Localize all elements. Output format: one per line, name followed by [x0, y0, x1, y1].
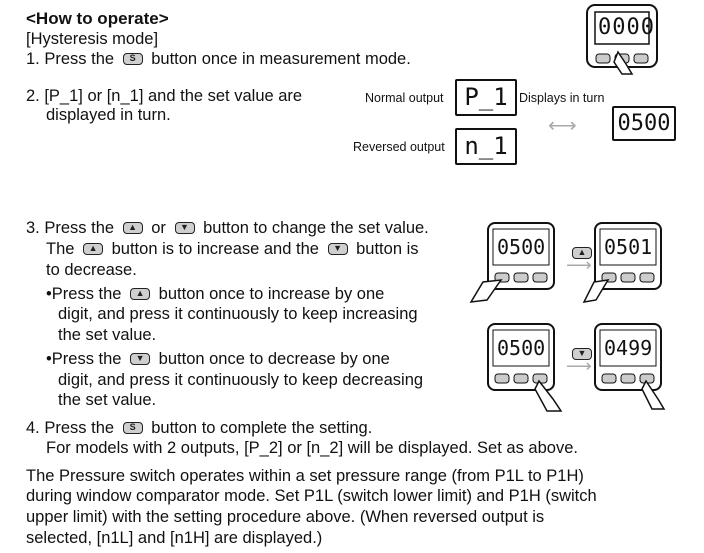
right-arrow-icon: ⟶ — [566, 255, 592, 275]
displays-in-turn-label: Displays in turn — [519, 91, 605, 105]
mode-label: [Hysteresis mode] — [26, 30, 159, 48]
pressure-switch-icon — [586, 4, 658, 75]
step-4-line1: 4. Press the S button to complete the se… — [26, 419, 373, 437]
device-increase-after: 0501 — [582, 222, 664, 303]
bullet-decrease: •Press the ▼ button once to decrease by … — [46, 350, 390, 368]
up-button-icon: ▲ — [83, 243, 104, 255]
lcd-dec-from: 0500 — [497, 336, 546, 360]
up-button-icon: ▲ — [122, 222, 143, 234]
reversed-output-label: Reversed output — [353, 140, 445, 154]
lcd-inc-from: 0500 — [497, 235, 546, 259]
note-line2: during window comparator mode. Set P1L (… — [26, 487, 597, 505]
right-arrow-icon: ⟶ — [566, 356, 592, 376]
step-3-line3: to decrease. — [46, 261, 137, 279]
up-button-icon: ▲ — [568, 245, 596, 263]
down-button-icon: ▼ — [327, 243, 348, 255]
down-button-icon: ▼ — [174, 222, 195, 234]
note-line1: The Pressure switch operates within a se… — [26, 467, 584, 485]
lcd-readout: 0000 — [598, 15, 655, 40]
bullet-decrease-line3: the set value. — [58, 391, 157, 409]
bullet-increase-line2: digit, and press it continuously to keep… — [58, 305, 418, 323]
down-button-icon: ▼ — [130, 353, 151, 365]
section-heading: <How to operate> — [26, 9, 169, 28]
bullet-increase: •Press the ▲ button once to increase by … — [46, 285, 385, 303]
set-button-icon: S — [122, 53, 143, 65]
up-button-icon: ▲ — [130, 288, 151, 300]
device-decrease-after: 0499 — [594, 323, 666, 410]
set-button-icon: S — [122, 422, 143, 434]
step-2-line1: 2. [P_1] or [n_1] and the set value are — [26, 87, 303, 105]
lcd-reversed-output: n_1 — [455, 128, 517, 165]
lcd-dec-to: 0499 — [604, 336, 653, 360]
normal-output-label: Normal output — [365, 91, 444, 105]
down-button-icon: ▼ — [568, 346, 596, 364]
bullet-increase-line3: the set value. — [58, 326, 157, 344]
note-line3: upper limit) with the setting procedure … — [26, 508, 545, 526]
step-1: 1. Press the S button once in measuremen… — [26, 50, 411, 68]
step-3-line1: 3. Press the ▲ or ▼ button to change the… — [26, 219, 429, 237]
device-increase-before: 0500 — [469, 222, 557, 303]
double-arrow-icon: ⟷ — [548, 115, 577, 137]
step-2-line2: displayed in turn. — [46, 106, 171, 124]
step-3-line2: The ▲ button is to increase and the ▼ bu… — [46, 240, 419, 258]
lcd-inc-to: 0501 — [604, 235, 653, 259]
device-decrease-before: 0500 — [487, 323, 563, 412]
note-line4: selected, [n1L] and [n1H] are displayed.… — [26, 529, 323, 547]
bullet-decrease-line2: digit, and press it continuously to keep… — [58, 371, 424, 389]
lcd-normal-output: P_1 — [455, 79, 517, 116]
lcd-set-value: 0500 — [612, 106, 676, 141]
step-4-line2: For models with 2 outputs, [P_2] or [n_2… — [46, 439, 578, 457]
switch-device-top: 0000 — [586, 4, 658, 75]
